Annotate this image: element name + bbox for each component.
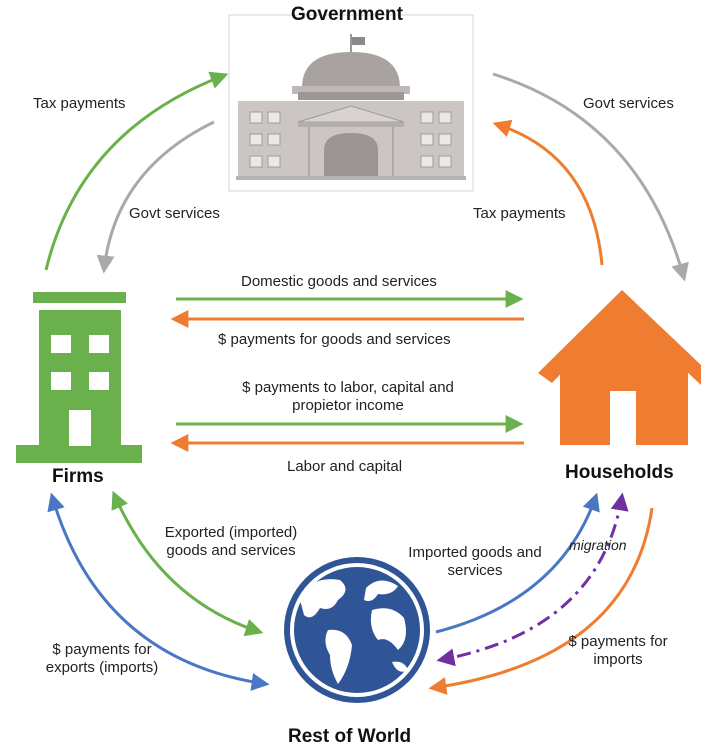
government-label: Government xyxy=(291,4,403,25)
domestic-goods-label: Domestic goods and services xyxy=(241,273,437,290)
payments-for-imports-line1: $ payments for xyxy=(568,633,668,650)
imported-goods-line1: Imported goods and xyxy=(408,544,542,561)
firms-tax-payments-label: Tax payments xyxy=(33,95,126,112)
arrow-households-tax-payments xyxy=(492,119,604,266)
arrow-payments-for-exports xyxy=(47,492,270,691)
firms-label: Firms xyxy=(52,466,104,487)
arrow-firms-tax-payments xyxy=(44,71,229,271)
exported-goods-line1: Exported (imported) xyxy=(164,524,298,541)
govt-services-to-households-label: Govt services xyxy=(583,95,674,112)
globe-icon xyxy=(284,557,430,703)
arrow-govt-services-to-firms xyxy=(96,120,215,274)
migration-label: migration xyxy=(569,537,627,553)
payments-to-labor-line1: $ payments to labor, capital and xyxy=(242,379,454,396)
imported-goods-label: Imported goods and services xyxy=(392,544,558,580)
govt-services-to-firms-label: Govt services xyxy=(129,205,220,222)
imported-goods-line2: services xyxy=(447,562,503,579)
payments-to-labor-label: $ payments to labor, capital and propiet… xyxy=(200,379,496,415)
payments-for-exports-label: $ payments for exports (imports) xyxy=(30,641,174,677)
exported-goods-line2: goods and services xyxy=(166,542,296,559)
house-icon xyxy=(538,290,701,445)
arrow-exported-goods xyxy=(111,490,264,637)
payments-for-imports-line2: imports xyxy=(593,651,643,668)
households-label: Households xyxy=(565,462,674,483)
payments-to-labor-line2: propietor income xyxy=(292,397,404,414)
capitol-building-icon xyxy=(228,14,474,192)
payments-for-exports-line2: exports (imports) xyxy=(45,659,159,676)
labor-and-capital-label: Labor and capital xyxy=(287,458,403,475)
payments-for-imports-label: $ payments for imports xyxy=(548,633,688,669)
households-tax-payments-label: Tax payments xyxy=(473,205,566,222)
rest-of-world-label: Rest of World xyxy=(288,726,412,747)
exported-goods-label: Exported (imported) goods and services xyxy=(146,524,316,560)
payments-for-goods-label: $ payments for goods and services xyxy=(218,331,451,348)
office-building-icon xyxy=(16,292,142,463)
arrow-payments-for-imports xyxy=(428,507,654,695)
arrow-govt-services-to-households xyxy=(492,72,689,282)
payments-for-exports-line1: $ payments for xyxy=(52,641,152,658)
arrow-migration xyxy=(436,492,629,667)
